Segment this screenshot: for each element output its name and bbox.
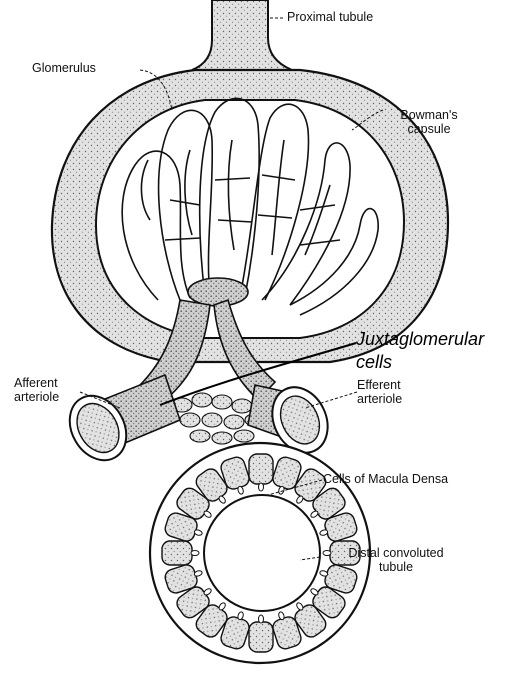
label-afferent-arteriole: Afferent arteriole [14,376,59,405]
epithelial-cell [249,622,273,652]
epithelial-cell [162,541,192,565]
label-glomerulus: Glomerulus [32,61,96,75]
label-bowmans-capsule: Bowman's capsule [384,108,474,137]
proximal-tubule-shape [192,0,292,70]
label-proximal-tubule: Proximal tubule [287,10,373,24]
cell-nucleus [259,483,264,491]
epithelial-cell [249,454,273,484]
label-macula-densa: Cells of Macula Densa [323,472,448,486]
glomerulus-hilum [188,278,248,306]
label-juxtaglomerular-cells: Juxtaglomerular cells [356,328,484,373]
label-distal-tubule: Distal convoluted tubule [316,546,476,575]
afferent-arteriole-shape [58,375,180,470]
bowmans-space-shape [96,100,404,338]
distal-tubule-lumen [204,495,320,611]
cell-nucleus [191,551,199,556]
label-efferent-arteriole: Efferent arteriole [357,378,402,407]
cell-nucleus [259,615,264,623]
